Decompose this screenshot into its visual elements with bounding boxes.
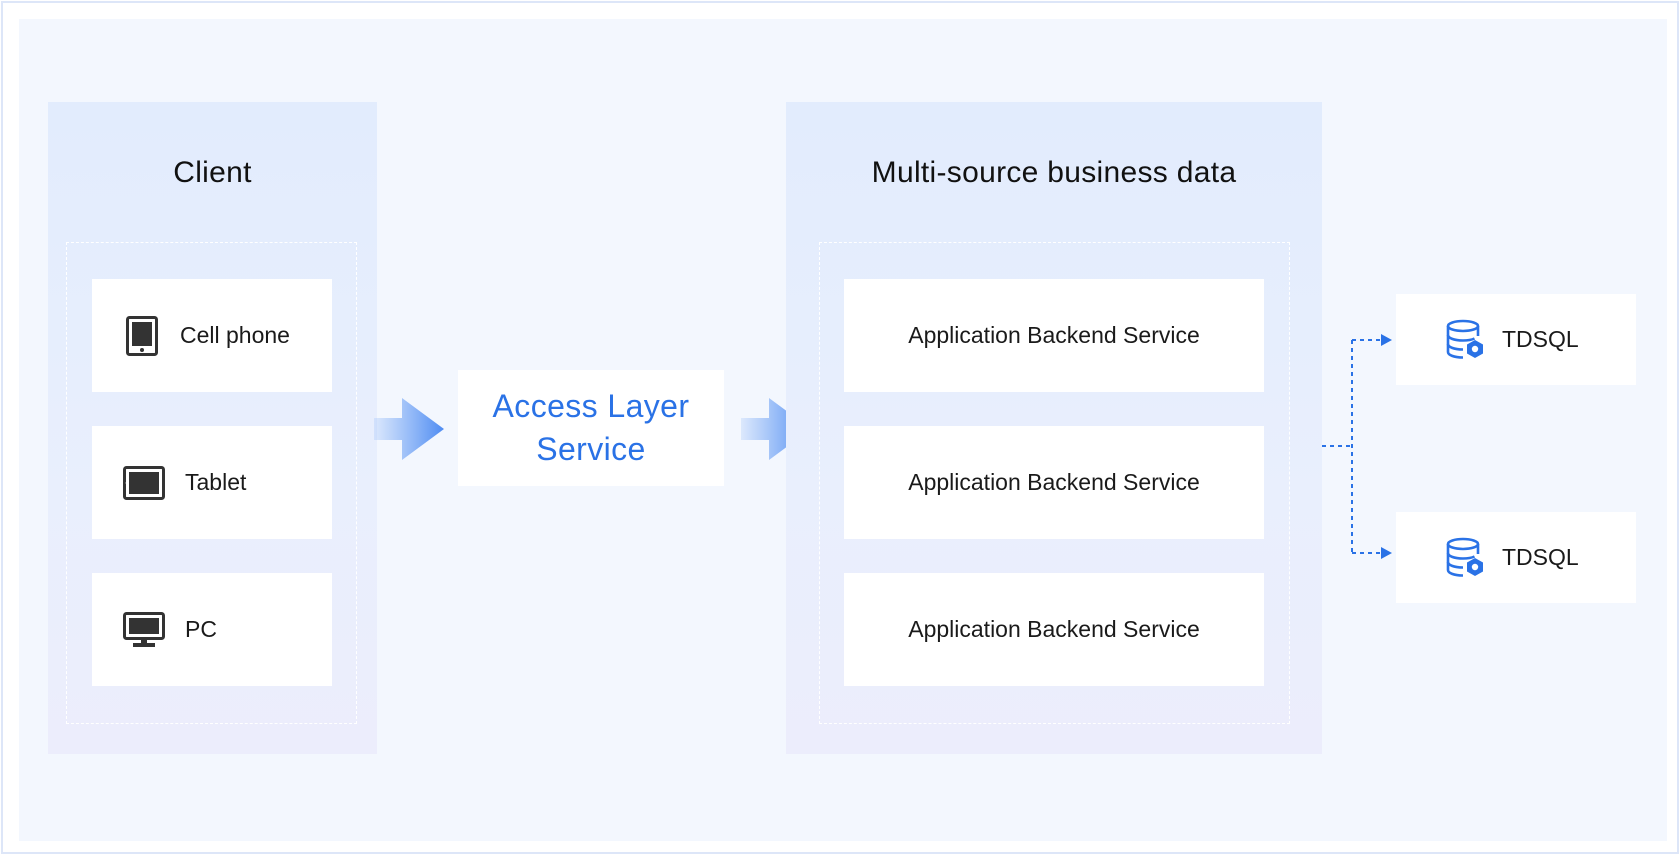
backend-services-group bbox=[819, 242, 1290, 724]
tdsql-label: TDSQL bbox=[1502, 326, 1579, 352]
device-label: Tablet bbox=[185, 469, 247, 495]
device-label: PC bbox=[185, 616, 217, 642]
cell-phone-icon bbox=[126, 315, 158, 356]
client-devices-group bbox=[66, 242, 357, 724]
flow-arrow-access-to-business bbox=[741, 398, 811, 460]
access-layer-title-line1: Access Layer bbox=[492, 388, 690, 424]
tdsql-label: TDSQL bbox=[1502, 544, 1579, 570]
access-layer-service-box: Access Layer Service bbox=[458, 370, 724, 486]
client-title: Client bbox=[173, 156, 252, 189]
backend-service-card: Application Backend Service bbox=[844, 426, 1264, 539]
device-label: Cell phone bbox=[180, 322, 290, 348]
device-card-tablet: Tablet bbox=[92, 426, 332, 539]
database-icon bbox=[1446, 537, 1486, 579]
backend-service-label: Application Backend Service bbox=[908, 469, 1200, 495]
backend-service-card: Application Backend Service bbox=[844, 573, 1264, 686]
business-data-title: Multi-source business data bbox=[871, 156, 1237, 189]
device-card-pc: PC bbox=[92, 573, 332, 686]
flow-arrow-client-to-access bbox=[374, 398, 444, 460]
database-icon bbox=[1446, 319, 1486, 361]
tablet-icon bbox=[123, 465, 165, 500]
backend-service-label: Application Backend Service bbox=[908, 322, 1200, 348]
tdsql-card: TDSQL bbox=[1396, 294, 1636, 385]
backend-service-card: Application Backend Service bbox=[844, 279, 1264, 392]
pc-monitor-icon bbox=[123, 611, 165, 648]
access-layer-title-line2: Service bbox=[536, 431, 646, 467]
backend-service-label: Application Backend Service bbox=[908, 616, 1200, 642]
tdsql-card: TDSQL bbox=[1396, 512, 1636, 603]
device-card-cell-phone: Cell phone bbox=[92, 279, 332, 392]
